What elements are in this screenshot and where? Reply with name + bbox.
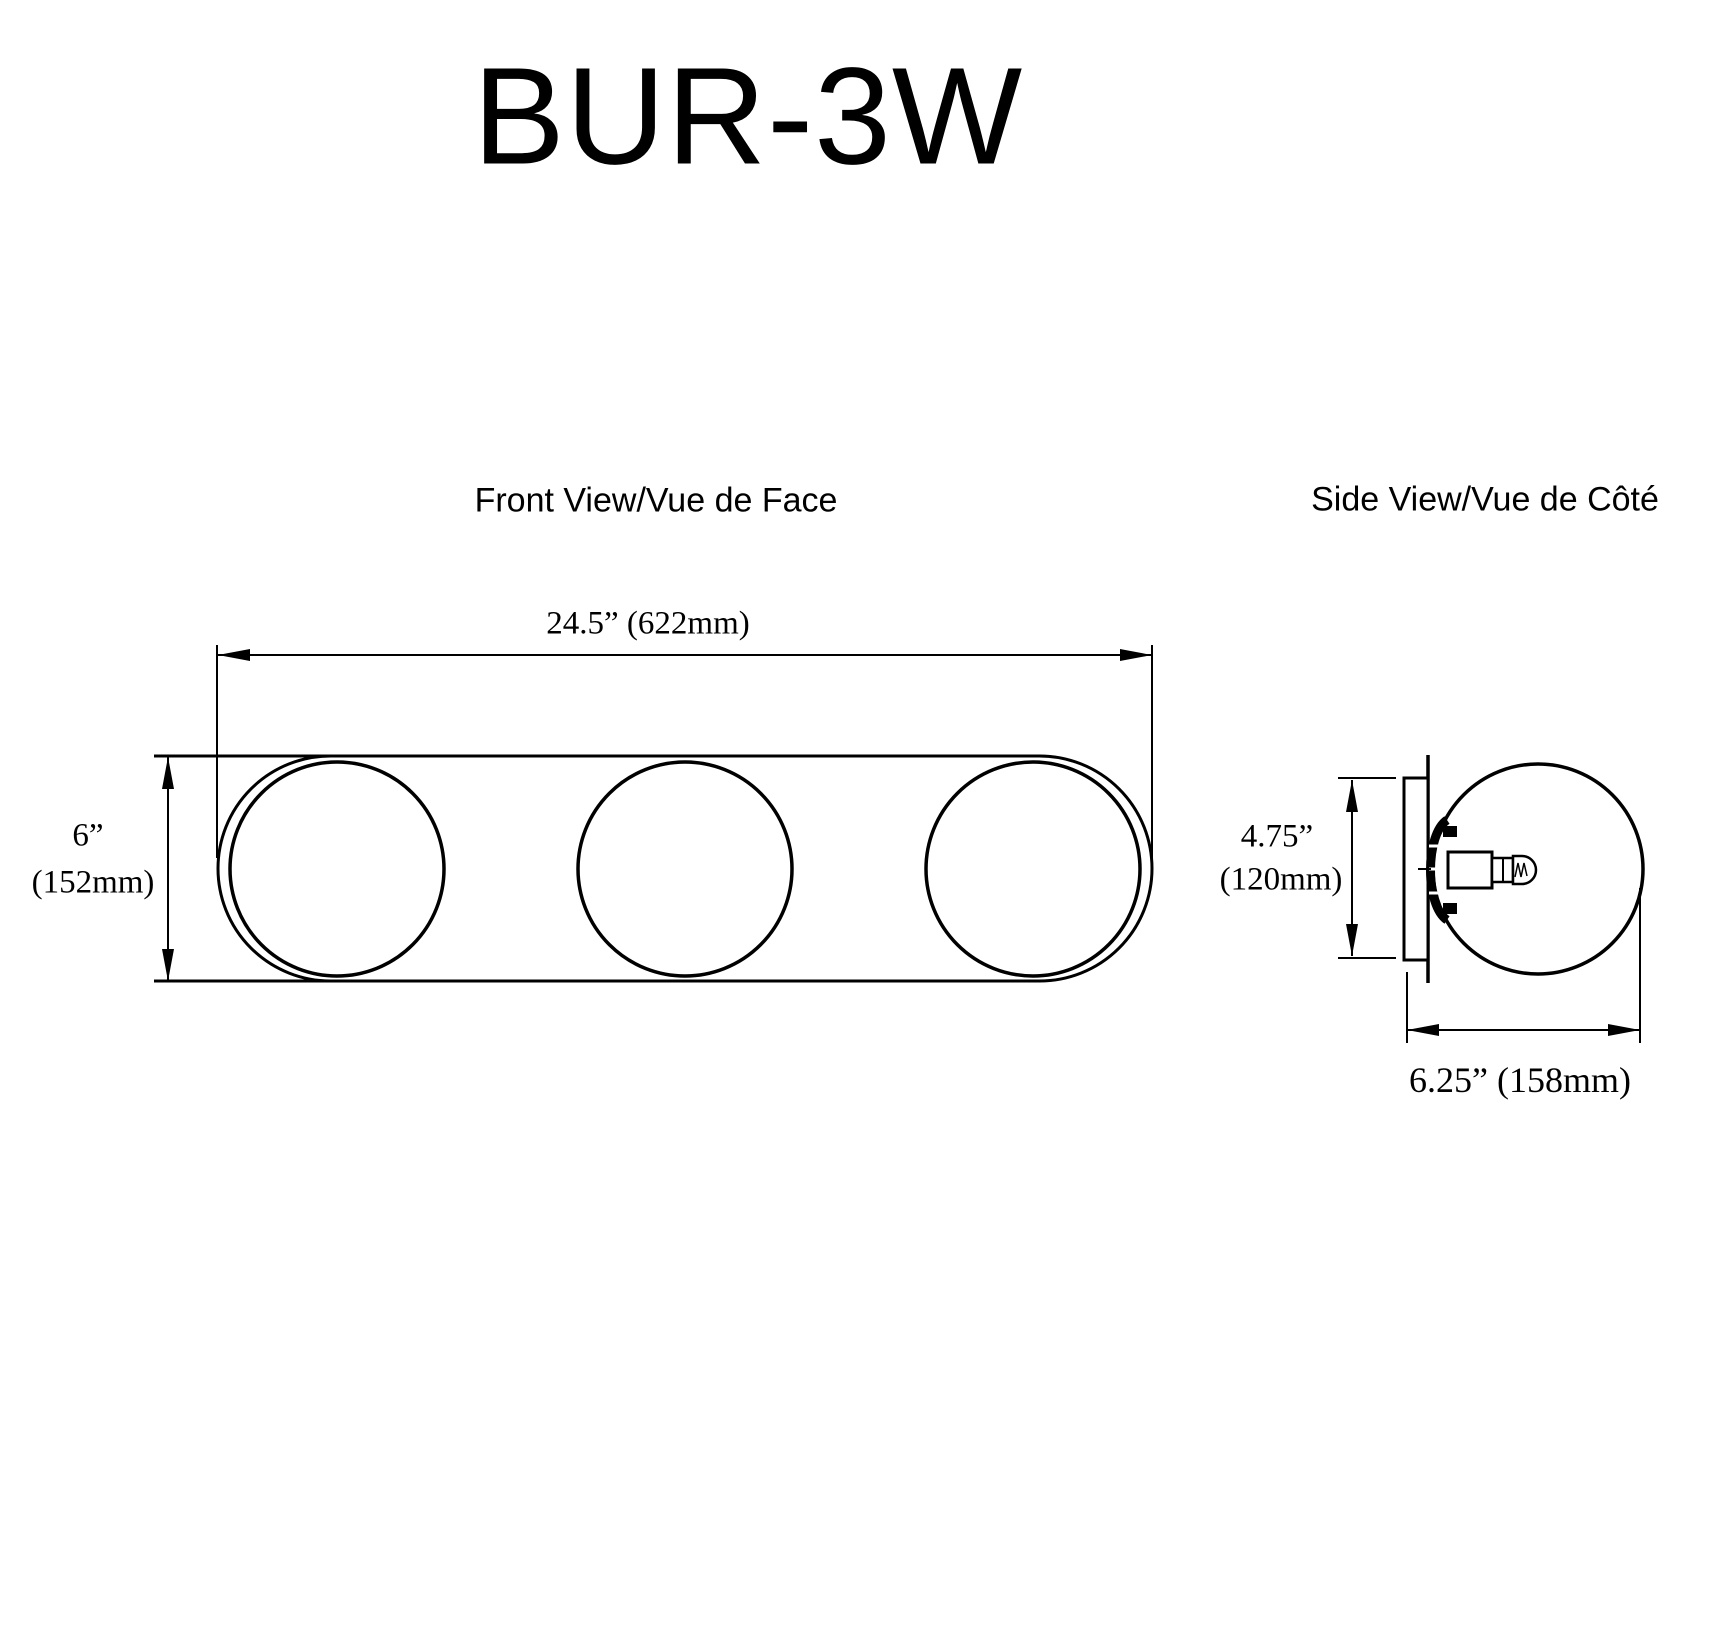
side-view-drawing	[1338, 755, 1645, 1043]
collar-tab-bottom	[1443, 903, 1457, 914]
fixture-body-outline	[216, 754, 1154, 983]
bulb-filament	[1514, 862, 1528, 878]
side-height-dimension-inches: 4.75”	[1240, 818, 1314, 855]
arrow-left-side	[1407, 1024, 1439, 1036]
collar-tab-top	[1443, 826, 1457, 837]
front-height-dimension-inches: 6”	[72, 817, 104, 854]
front-height-dimension-mm: (152mm)	[31, 864, 155, 901]
arrow-right	[1120, 649, 1152, 661]
side-height-dimension-mm: (120mm)	[1219, 861, 1343, 898]
arrow-left	[218, 649, 250, 661]
side-depth-dimension: 6.25” (158mm)	[1409, 1060, 1631, 1100]
arrow-down	[162, 949, 174, 981]
globe-left	[228, 760, 446, 978]
side-view-label: Side View/Vue de Côté	[1311, 480, 1659, 519]
arrow-down-side	[1346, 924, 1358, 956]
front-width-dimension: 24.5” (622mm)	[546, 605, 750, 642]
globe-center	[576, 760, 794, 978]
lamp-socket	[1446, 850, 1494, 890]
front-view-label: Front View/Vue de Face	[474, 481, 838, 520]
arrow-right-side	[1608, 1024, 1640, 1036]
arrow-up-side	[1346, 780, 1358, 812]
front-view-drawing	[154, 645, 1154, 983]
page-title: BUR-3W	[472, 39, 1024, 194]
arrow-up	[162, 757, 174, 789]
globe-right	[924, 760, 1142, 978]
